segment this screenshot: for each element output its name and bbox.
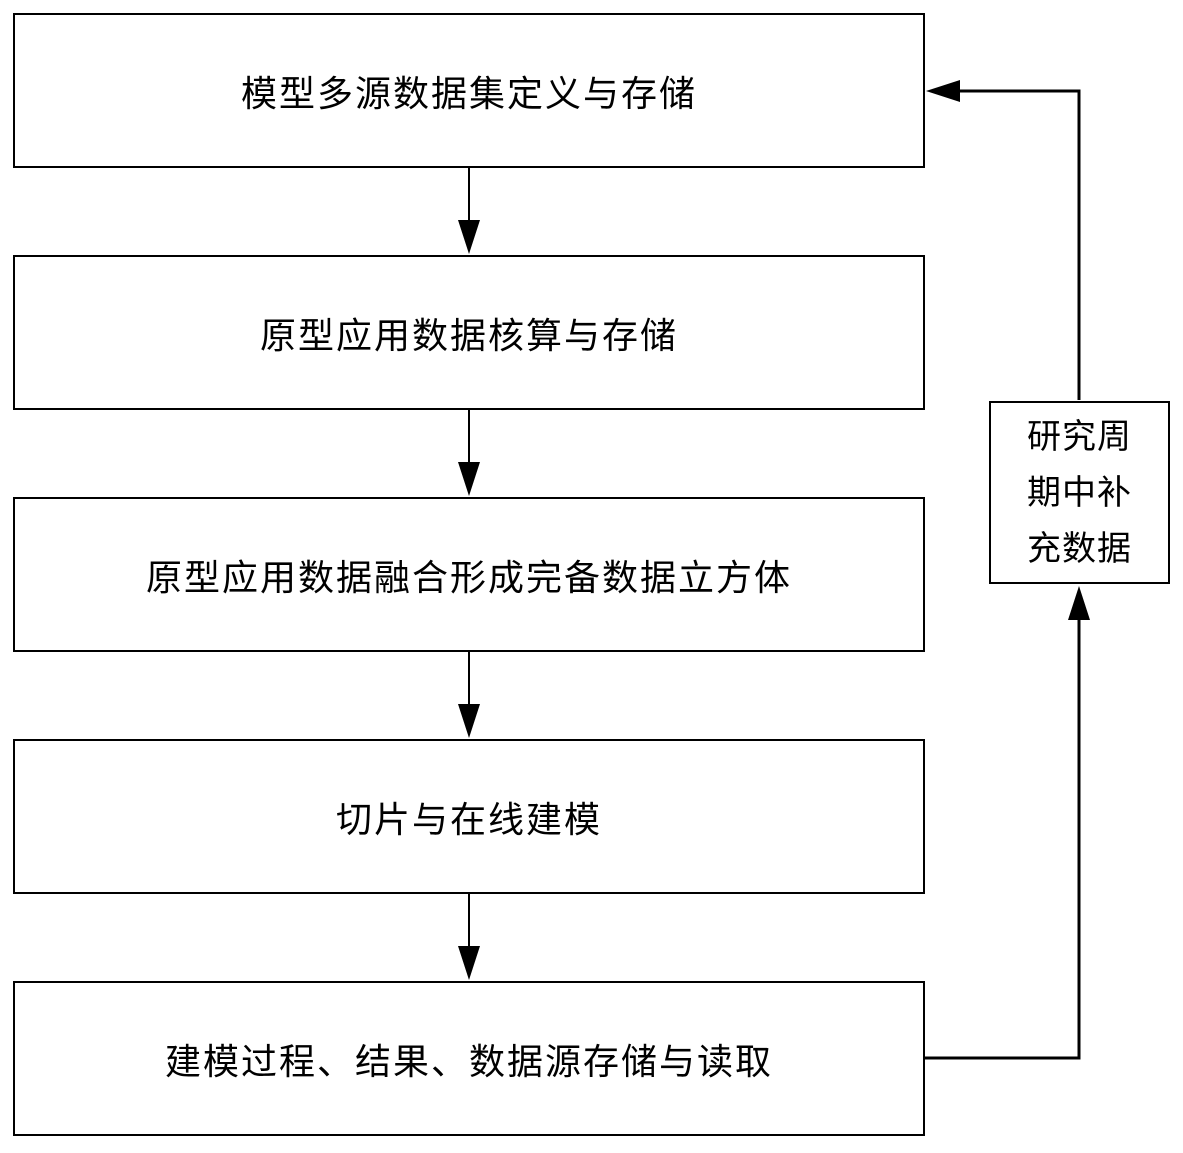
- step-1-box: 模型多源数据集定义与存储: [13, 13, 925, 168]
- step-5-box: 建模过程、结果、数据源存储与读取: [13, 981, 925, 1136]
- arrow-step2-step3: [458, 410, 480, 496]
- arrow-step1-step2: [458, 168, 480, 254]
- step-2-label: 原型应用数据核算与存储: [259, 315, 678, 357]
- arrow-step4-step5: [458, 894, 480, 980]
- step-4-label: 切片与在线建模: [335, 799, 602, 841]
- feedback-box: 研究周期中补充数据: [989, 401, 1170, 584]
- feedback-label: 研究周期中补充数据: [1027, 416, 1132, 569]
- step-3-label: 原型应用数据融合形成完备数据立方体: [145, 557, 792, 599]
- step-5-label: 建模过程、结果、数据源存储与读取: [164, 1041, 773, 1083]
- step-2-box: 原型应用数据核算与存储: [13, 255, 925, 410]
- step-3-box: 原型应用数据融合形成完备数据立方体: [13, 497, 925, 652]
- step-4-box: 切片与在线建模: [13, 739, 925, 894]
- arrow-feedback-step1: [926, 80, 1081, 400]
- step-1-label: 模型多源数据集定义与存储: [240, 73, 697, 115]
- arrow-step3-step4: [458, 652, 480, 738]
- arrow-step5-feedback: [925, 586, 1090, 1060]
